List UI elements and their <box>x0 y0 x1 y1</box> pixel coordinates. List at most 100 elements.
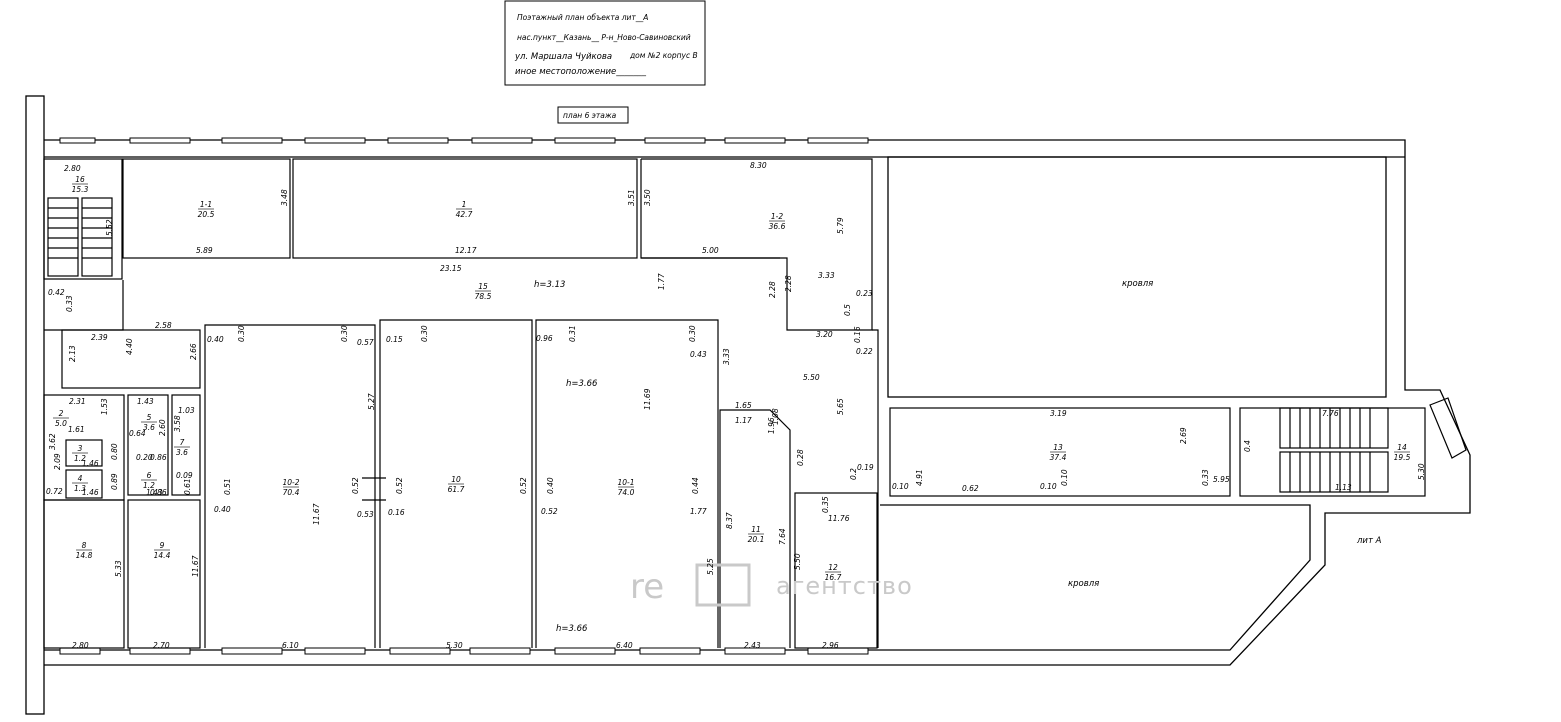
dimension-label: 4.40 <box>125 338 134 355</box>
room-area: 16.7 <box>825 573 842 582</box>
room-label-1-2: 1-236.6 <box>769 212 786 231</box>
room-number: 10-1 <box>617 478 634 487</box>
room-number: 8 <box>82 541 87 550</box>
room-number: 14 <box>1397 443 1407 452</box>
height-room-top: h=3.66 <box>566 379 598 389</box>
dimension-label: 3.20 <box>816 330 833 339</box>
dimension-label: 5.65 <box>836 398 845 415</box>
dimension-label: 12.17 <box>455 246 477 255</box>
watermark: re агентство <box>630 563 912 607</box>
dimension-label: 0.20 <box>136 453 153 462</box>
title-line-3a: ул. Маршала Чуйкова <box>514 52 612 62</box>
dimension-label: 3.51 <box>627 189 636 206</box>
room-number: 12 <box>828 563 838 572</box>
dimension-label: 2.69 <box>1179 427 1188 444</box>
room-number: 15 <box>478 282 488 291</box>
dimension-label: 1.03 <box>178 406 195 415</box>
dimension-label: 1.46 <box>82 459 99 468</box>
dimension-label: 0.61 <box>183 478 192 495</box>
dimension-label: 6.40 <box>616 641 633 650</box>
room-number: 2 <box>59 409 64 418</box>
dimension-label: 0.30 <box>237 325 246 342</box>
dimension-label: 0.16 <box>388 508 405 517</box>
dimension-label: 0.52 <box>395 477 404 494</box>
top-windows <box>59 137 869 144</box>
dimension-label: 0.43 <box>690 350 707 359</box>
dimension-label: 0.40 <box>207 335 224 344</box>
dimension-label: 1.53 <box>100 398 109 415</box>
title-line-4: иное местоположение_______ <box>515 67 647 77</box>
room-area: 74.0 <box>618 488 635 497</box>
height-corridor: h=3.13 <box>534 280 565 290</box>
dimension-label: 5.50 <box>793 553 802 570</box>
dimension-label: 0.52 <box>541 507 558 516</box>
room-label-4: 41.3 <box>72 474 88 493</box>
room-number: 4 <box>78 474 83 483</box>
dimension-label: 0.40 <box>214 505 231 514</box>
dimension-label: 0.33 <box>65 295 74 312</box>
dimension-label: 0.40 <box>546 477 555 494</box>
room-area: 61.7 <box>448 485 465 494</box>
room-label-5: 53.6 <box>141 413 157 432</box>
room-area: 20.5 <box>198 210 215 219</box>
room-area: 1.2 <box>74 454 86 463</box>
room-area: 3.6 <box>143 423 155 432</box>
room-number: 11 <box>751 525 761 534</box>
dimension-label: 2.28 <box>768 281 777 298</box>
dimension-label: 0.4 <box>1243 440 1252 452</box>
dimension-label: 7.64 <box>778 528 787 545</box>
dimension-label: 0.53 <box>357 510 374 519</box>
dimension-label: 1.17 <box>735 416 752 425</box>
room-area: 20.1 <box>748 535 765 544</box>
dimension-label: 3.33 <box>722 348 731 365</box>
dimension-label: 0.64 <box>129 429 146 438</box>
dimension-label: 8.30 <box>750 161 767 170</box>
dimension-label: 2.58 <box>155 321 172 330</box>
dimension-label: 11.76 <box>828 514 850 523</box>
dimension-label: 1.13 <box>1335 483 1352 492</box>
dimension-label: 0.42 <box>48 288 65 297</box>
dimension-label: 0.33 <box>1201 469 1210 486</box>
room-number: 16 <box>75 175 85 184</box>
dimension-label: 0.44 <box>691 477 700 494</box>
room-area: 15.3 <box>72 185 89 194</box>
dimension-label: 6.10 <box>282 641 299 650</box>
dimension-label: 8.37 <box>725 512 734 529</box>
dimension-label: 1.96 <box>767 417 776 434</box>
dimension-label: 1.65 <box>735 401 752 410</box>
dimension-label: 0.52 <box>351 477 360 494</box>
dimension-label: 3.48 <box>280 189 289 206</box>
dimension-label: 0.2 <box>849 468 858 480</box>
dimension-label: 1.43 <box>146 488 163 497</box>
room-number: 6 <box>147 471 152 480</box>
dimension-label: 2.80 <box>64 164 81 173</box>
dimension-label: 0.10 <box>1040 482 1057 491</box>
dimension-label: 0.51 <box>223 478 232 495</box>
dimension-label: 0.31 <box>568 325 577 342</box>
dimension-label: 3.19 <box>1050 409 1067 418</box>
dimension-label: 2.43 <box>744 641 761 650</box>
room-area: 3.6 <box>176 448 188 457</box>
room-label-1-1: 1-120.5 <box>198 200 215 219</box>
dimension-label: 2.31 <box>69 397 86 406</box>
room-label-8: 814.8 <box>76 541 93 560</box>
dimension-label: 2.60 <box>158 419 167 436</box>
dimension-label: 0.86 <box>150 488 167 497</box>
dimension-label: 11.67 <box>312 503 321 525</box>
room-label-9: 914.4 <box>154 541 171 560</box>
room-number: 13 <box>1053 443 1063 452</box>
dimension-label: 2.96 <box>822 641 839 650</box>
dimension-label: 5.33 <box>114 560 123 577</box>
dimension-label: 0.28 <box>796 449 805 466</box>
dimension-label: 0.30 <box>420 325 429 342</box>
dimension-label: 5.30 <box>1417 463 1426 480</box>
dimension-label: 5.52 <box>105 219 114 236</box>
room-area: 19.5 <box>1394 453 1411 462</box>
room-area: 70.4 <box>283 488 300 497</box>
dimension-label: 2.13 <box>68 345 77 362</box>
